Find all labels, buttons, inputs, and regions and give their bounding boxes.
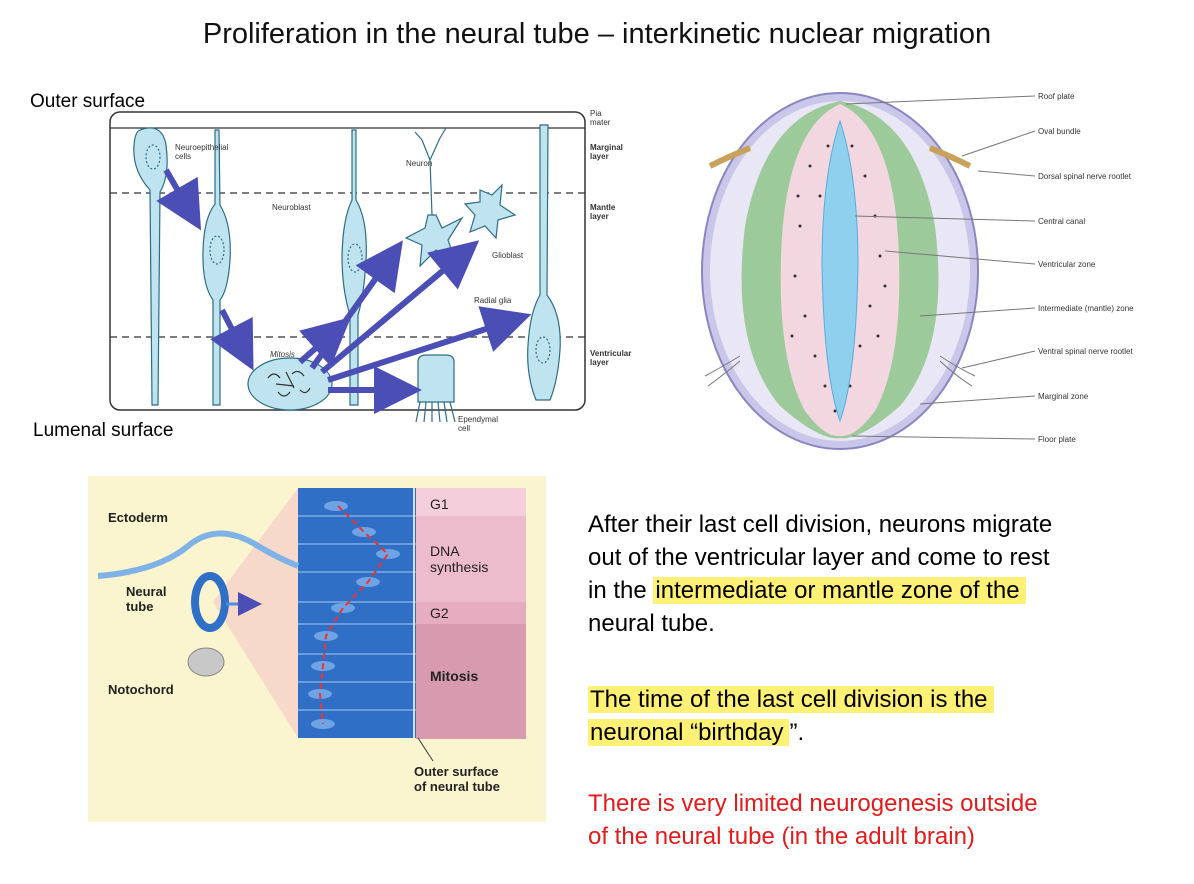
ventricular-zone-label: Ventricular zone xyxy=(1038,260,1096,269)
marginal-zone-label: Marginal zone xyxy=(1038,392,1089,401)
intermediate-zone-label: Intermediate (mantle) zone xyxy=(1038,304,1134,313)
floor-plate-label: Floor plate xyxy=(1038,435,1076,444)
ectoderm-label: Ectoderm xyxy=(108,510,168,525)
notochord-label: Notochord xyxy=(108,682,174,697)
paragraph-migration: After their last cell division, neurons … xyxy=(588,511,1053,637)
radial-glia-label: Radial glia xyxy=(474,296,512,305)
glioblast-label: Glioblast xyxy=(492,251,524,260)
glioblast-cell xyxy=(463,183,517,240)
ependymal-cell xyxy=(415,354,456,423)
paragraph-birthday: The time of the last cell division is th… xyxy=(588,683,1168,749)
mitosis-cell xyxy=(247,357,333,411)
mitosis-label: Mitosis xyxy=(270,350,295,359)
paragraph-adult-neurogenesis: There is very limited neurogenesis outsi… xyxy=(588,790,1038,850)
g1-label: G1 xyxy=(430,496,449,512)
lumenal-surface-label: Lumenal surface xyxy=(33,420,174,441)
neuroblast-label: Neuroblast xyxy=(272,203,311,212)
g2-label: G2 xyxy=(430,605,449,621)
oval-bundle-label: Oval bundle xyxy=(1038,127,1081,136)
highlight-birthday: neuronal “birthday xyxy=(588,719,790,746)
highlight-last-division: The time of the last cell division is th… xyxy=(588,686,994,713)
mitosis-phase-label: Mitosis xyxy=(430,668,478,684)
outer-surface-label: Outer surface xyxy=(30,91,146,112)
central-canal-label: Central canal xyxy=(1038,217,1085,226)
slide-title: Proliferation in the neural tube – inter… xyxy=(202,18,992,50)
ventral-rootlet-label: Ventral spinal nerve rootlet xyxy=(1038,347,1134,356)
roof-plate-label: Roof plate xyxy=(1038,92,1075,101)
highlight-mantle-zone: intermediate or mantle zone of the xyxy=(653,577,1026,604)
migrating-cell xyxy=(202,129,231,406)
neuron-label: Neuron xyxy=(406,159,432,168)
neural-tube-cross-section: Roof plate Oval bundle Dorsal spinal ner… xyxy=(701,92,1134,450)
dorsal-rootlet-label: Dorsal spinal nerve rootlet xyxy=(1038,172,1132,181)
